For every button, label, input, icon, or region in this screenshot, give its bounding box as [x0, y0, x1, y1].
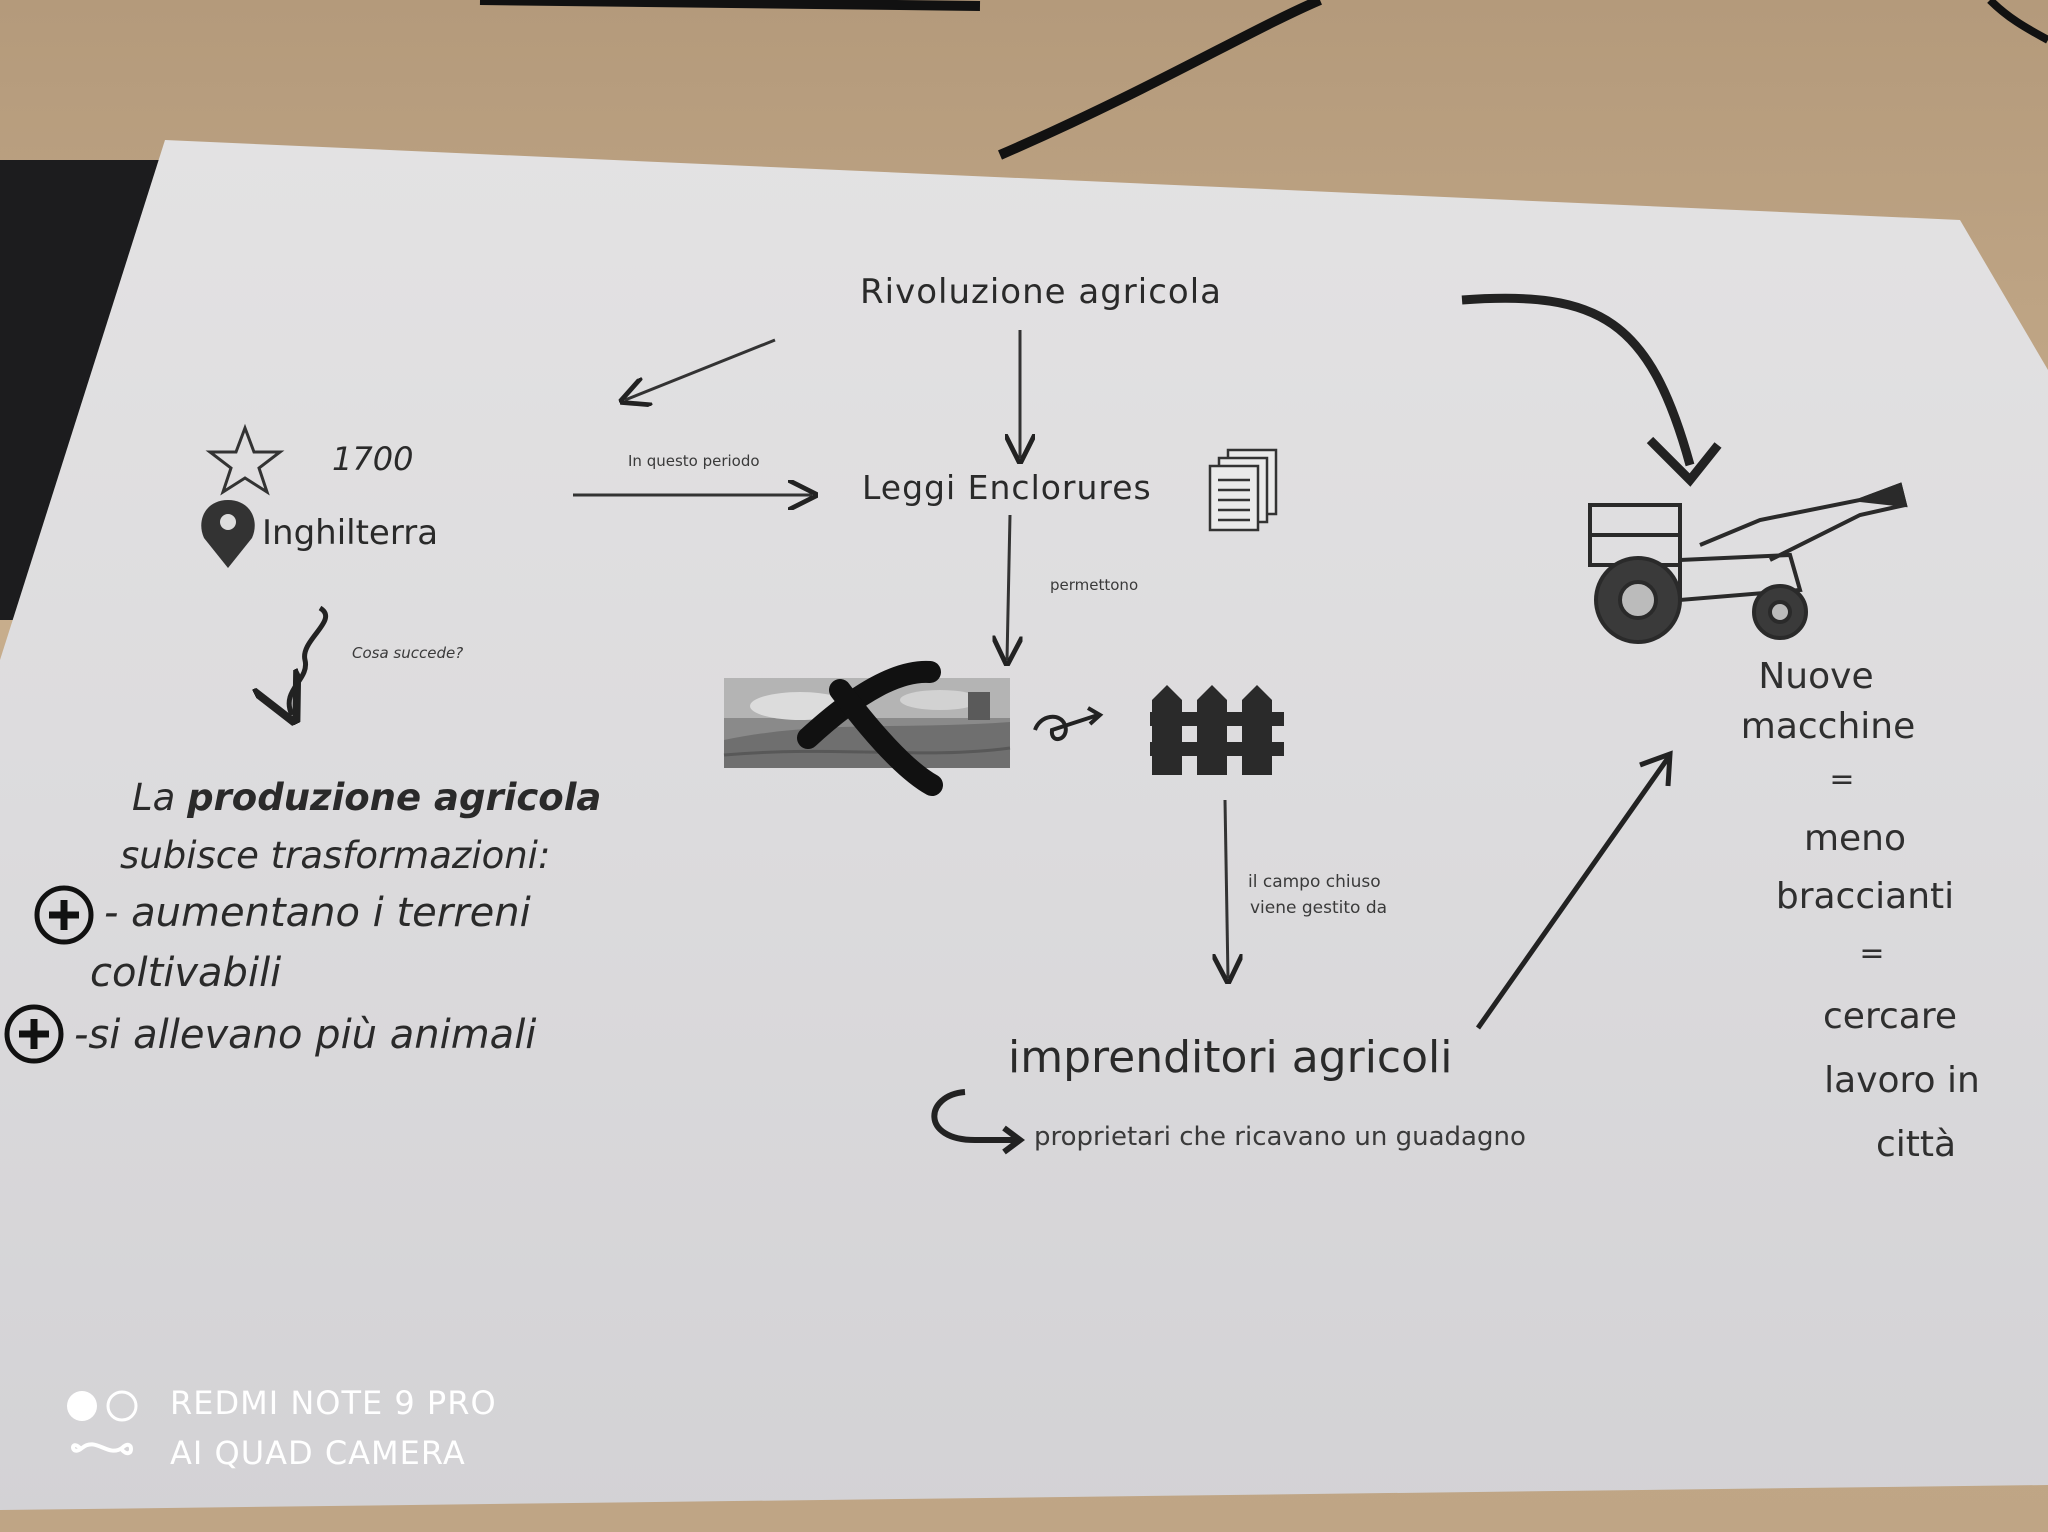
camera-watermark-line-2: AI QUAD CAMERA [170, 1434, 466, 1472]
what-happens-label: Cosa succede? [352, 644, 464, 662]
plus-circle-icon [34, 885, 94, 945]
arrow-laws-to-field [1007, 514, 1010, 660]
star-icon [205, 423, 285, 496]
tractor-icon [1588, 482, 1908, 644]
cable-right [1987, 0, 2048, 44]
machines-line-2: macchine [1740, 706, 1916, 747]
camera-watermark-line-1: REDMI NOTE 9 PRO [170, 1384, 497, 1422]
map-title: Rivoluzione agricola [860, 272, 1222, 312]
point-1-a: - aumentano i terreni [104, 890, 531, 936]
machines-line-6: lavoro in [1824, 1060, 1980, 1101]
fence-icon [1150, 685, 1284, 775]
cable [998, 0, 1322, 160]
machines-line-1: Nuove [1758, 656, 1874, 697]
location-pin-icon [201, 500, 255, 568]
arrow-title-to-left [625, 338, 776, 400]
enclosure-laws-label: Leggi Enclorures [862, 468, 1152, 507]
equals-1: = [1829, 762, 1855, 797]
production-line-2: subisce trasformazioni: [120, 834, 551, 877]
arrow-what-happens [289, 605, 329, 715]
equals-2: = [1859, 936, 1885, 971]
camera-logo-icon [67, 1390, 138, 1456]
machines-line-7: città [1875, 1124, 1957, 1165]
year-label: 1700 [332, 440, 414, 478]
arrow-field-to-fence [1033, 713, 1099, 741]
entrepreneurs-label: imprenditori agricoli [1008, 1032, 1453, 1083]
period-label: In questo periodo [628, 452, 760, 470]
allow-label: permettono [1050, 576, 1139, 594]
cable-top [479, 0, 981, 11]
arrow-title-to-tractor [1461, 293, 1695, 467]
closed-field-label-2: viene gestito da [1250, 898, 1388, 918]
machines-line-4: braccianti [1775, 876, 1955, 917]
arrow-fence-to-entrepreneurs [1225, 799, 1228, 978]
place-label: Inghilterra [262, 513, 439, 553]
machines-line-5: cercare [1823, 996, 1957, 1037]
machines-line-3: meno [1803, 818, 1907, 859]
paper-sheet [0, 140, 2048, 1510]
landscape-image [723, 660, 1011, 796]
plus-circle-icon [4, 1004, 64, 1064]
production-line-1: La produzione agricola [132, 776, 602, 819]
arrow-entrepreneurs-desc [931, 1089, 1018, 1143]
point-1-b: coltivabili [90, 950, 282, 996]
documents-icon [1208, 448, 1278, 532]
arrow-entrepreneurs-to-machines [1475, 756, 1671, 1030]
entrepreneurs-description: proprietari che ricavano un guadagno [1034, 1122, 1526, 1152]
closed-field-label-1: il campo chiuso [1248, 872, 1381, 892]
point-2: -si allevano più animali [74, 1012, 537, 1058]
